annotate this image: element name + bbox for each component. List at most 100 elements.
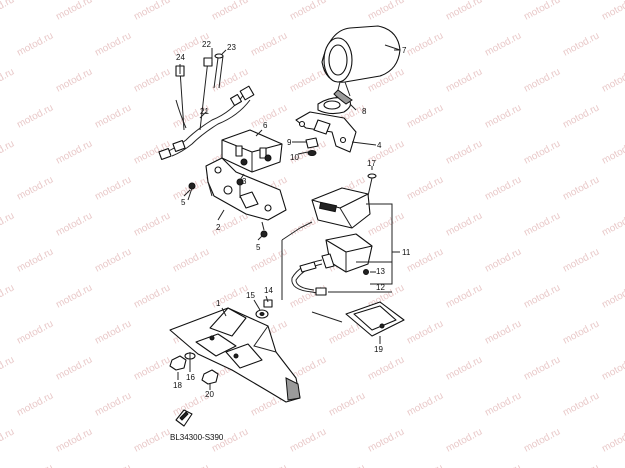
- watermark-text: motod.ru: [561, 246, 601, 274]
- watermark-text: motod.ru: [0, 0, 16, 23]
- watermark-text: motod.ru: [522, 138, 562, 166]
- watermark-text: motod.ru: [561, 30, 601, 58]
- license-lens: [345, 301, 405, 337]
- watermark-text: motod.ru: [93, 102, 133, 130]
- watermark-text: motod.ru: [93, 246, 133, 274]
- watermark-text: motod.ru: [93, 390, 133, 418]
- watermark-text: motod.ru: [171, 246, 211, 274]
- watermark-text: motod.ru: [54, 138, 94, 166]
- watermark-text: motod.ru: [132, 426, 172, 454]
- watermark-text: motod.ru: [93, 174, 133, 202]
- watermark-text: motod.ru: [600, 426, 625, 454]
- watermark-text: motod.ru: [171, 462, 211, 468]
- watermark-text: motod.ru: [15, 102, 55, 130]
- watermark-text: motod.ru: [0, 66, 16, 94]
- callout-8: 8: [362, 107, 367, 116]
- watermark-text: motod.ru: [405, 246, 445, 274]
- watermark-text: motod.ru: [405, 30, 445, 58]
- callout-16: 16: [186, 373, 195, 382]
- bolt-5-lower: [260, 221, 268, 238]
- watermark-text: motod.ru: [249, 102, 289, 130]
- watermark-text: motod.ru: [444, 66, 484, 94]
- bracket-2: [205, 157, 287, 221]
- watermark-text: motod.ru: [132, 0, 172, 23]
- callout-6: 6: [263, 121, 268, 130]
- watermark-text: motod.ru: [54, 282, 94, 310]
- watermark-text: motod.ru: [366, 0, 406, 23]
- watermark-text: motod.ru: [444, 210, 484, 238]
- watermark-text: motod.ru: [54, 0, 94, 23]
- callout-15: 15: [246, 291, 255, 300]
- callout-13: 13: [376, 267, 385, 276]
- callout-11: 11: [402, 248, 411, 257]
- callout-9: 9: [287, 138, 292, 147]
- watermark-text: motod.ru: [405, 174, 445, 202]
- watermark-text: motod.ru: [249, 462, 289, 468]
- watermark-text: motod.ru: [54, 354, 94, 382]
- watermark-text: motod.ru: [132, 66, 172, 94]
- watermark-text: motod.ru: [210, 0, 250, 23]
- watermark-text: motod.ru: [405, 102, 445, 130]
- watermark-text: motod.ru: [132, 282, 172, 310]
- callout-10: 10: [290, 153, 299, 162]
- bolt-5-upper: [187, 182, 196, 201]
- watermark-text: motod.ru: [15, 318, 55, 346]
- watermark-text: motod.ru: [483, 390, 523, 418]
- watermark-text: motod.ru: [405, 390, 445, 418]
- watermark-text: motod.ru: [522, 0, 562, 23]
- callout-5-lower: 5: [256, 243, 261, 252]
- rear-fender: [169, 307, 301, 403]
- watermark-text: motod.ru: [600, 282, 625, 310]
- watermark-text: motod.ru: [561, 390, 601, 418]
- watermark-text: motod.ru: [327, 390, 367, 418]
- callout-23: 23: [227, 43, 236, 52]
- watermark-text: motod.ru: [600, 210, 625, 238]
- watermark-text: motod.ru: [600, 138, 625, 166]
- grommet-15: [255, 309, 269, 319]
- callout-7: 7: [402, 46, 407, 55]
- watermark-text: motod.ru: [15, 390, 55, 418]
- watermark-text: motod.ru: [561, 462, 601, 468]
- watermark-text: motod.ru: [54, 426, 94, 454]
- watermark-text: motod.ru: [0, 426, 16, 454]
- watermark-text: motod.ru: [561, 174, 601, 202]
- watermark-text: motod.ru: [93, 30, 133, 58]
- callout-12: 12: [376, 283, 385, 292]
- watermark-text: motod.ru: [483, 102, 523, 130]
- watermark-text: motod.ru: [366, 354, 406, 382]
- tail-light-housing: [311, 173, 377, 229]
- callout-19: 19: [374, 345, 383, 354]
- watermark-text: motod.ru: [15, 30, 55, 58]
- watermark-text: motod.ru: [600, 354, 625, 382]
- callout-14: 14: [264, 286, 273, 295]
- watermark-text: motod.ru: [0, 138, 16, 166]
- bolt-3: [236, 178, 244, 198]
- watermark-text: motod.ru: [444, 138, 484, 166]
- callout-2: 2: [216, 223, 221, 232]
- watermark-text: motod.ru: [600, 0, 625, 23]
- watermark-text: motod.ru: [249, 30, 289, 58]
- leader-lines: [177, 48, 400, 390]
- callout-labels: 1 2 3 4 5 5 6 7 8 9 10 11 12 13 14 15 16…: [173, 40, 411, 399]
- callout-5-upper: 5: [181, 198, 186, 207]
- clip-icon: [175, 409, 193, 427]
- bracket-4: [295, 111, 357, 153]
- watermark-text: motod.ru: [561, 102, 601, 130]
- callout-20: 20: [205, 390, 214, 399]
- watermark-text: motod.ru: [600, 66, 625, 94]
- watermark-text: motod.ru: [483, 30, 523, 58]
- callout-21: 21: [200, 107, 209, 116]
- watermark-text: motod.ru: [54, 210, 94, 238]
- watermark-text: motod.ru: [444, 0, 484, 23]
- watermark-text: motod.ru: [15, 174, 55, 202]
- watermark-text: motod.ru: [288, 66, 328, 94]
- diagram-code: BL34300-S390: [170, 433, 224, 442]
- watermark-text: motod.ru: [483, 318, 523, 346]
- grommet-9: [305, 137, 319, 156]
- nut-18: [169, 355, 187, 371]
- watermark-text: motod.ru: [405, 318, 445, 346]
- watermark-text: motod.ru: [15, 462, 55, 468]
- watermark-text: motod.ru: [54, 66, 94, 94]
